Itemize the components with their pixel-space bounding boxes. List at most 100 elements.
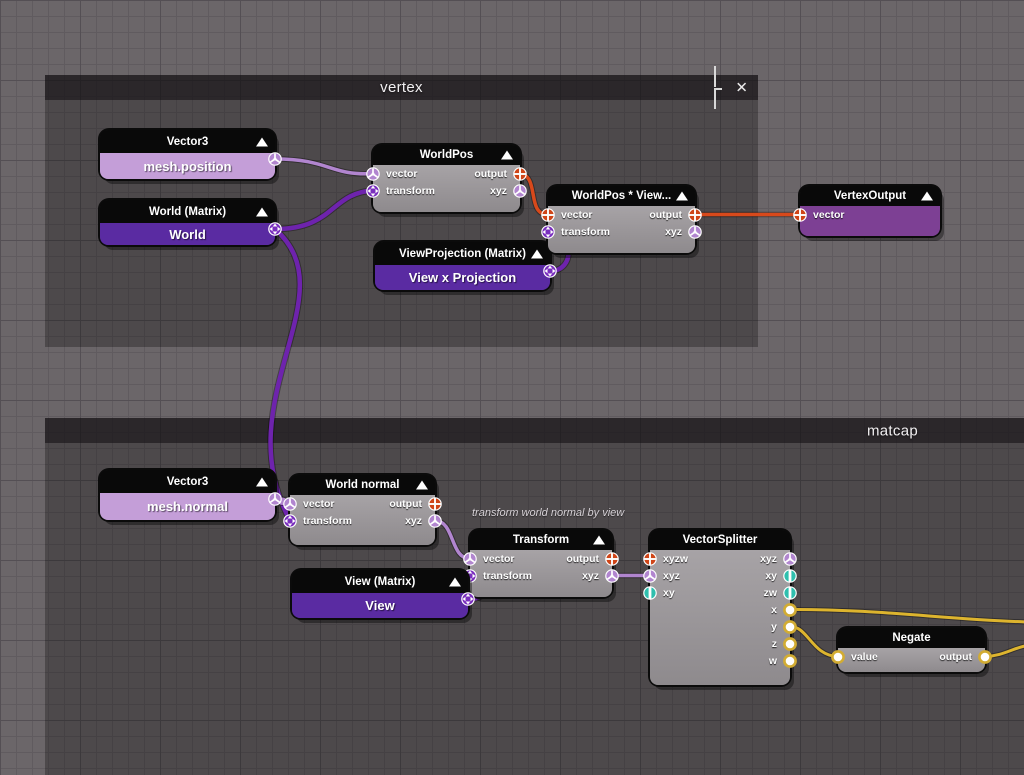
port-vec3-vector-icon[interactable] [366, 166, 380, 181]
node-value-label: View x Projection [408, 270, 517, 285]
port-vec4-output-icon[interactable] [605, 551, 619, 566]
node-view-projection[interactable]: ViewProjection (Matrix) View x Projection [375, 242, 557, 290]
node-title: ViewProjection (Matrix) [399, 247, 526, 260]
collapse-arrow-icon[interactable] [593, 535, 605, 545]
port-matrix-out-icon[interactable] [543, 264, 557, 278]
frame-header-matcap[interactable]: matcap [45, 418, 1024, 443]
node-value-label: View [365, 598, 395, 613]
node-header[interactable]: VectorSplitter [650, 530, 790, 550]
port-vec2-xy-icon[interactable] [783, 568, 797, 583]
node-title: Vector3 [166, 135, 209, 148]
node-body [800, 206, 940, 236]
collapse-arrow-icon[interactable] [676, 191, 688, 201]
collapse-arrow-icon[interactable] [256, 137, 268, 146]
port-vec3-xyz-icon[interactable] [688, 224, 702, 239]
collapse-arrow-icon[interactable] [256, 477, 268, 486]
port-vec3-xyz-icon[interactable] [783, 551, 797, 566]
wire-world-matrix-to-world-pos[interactable] [272, 188, 376, 232]
row-label-xyzw: xyzw [663, 553, 689, 565]
node-body [470, 550, 612, 597]
node-header[interactable]: World (Matrix) [100, 200, 275, 223]
port-vec4-output-icon[interactable] [688, 207, 702, 222]
port-vec3-vector-icon[interactable] [283, 496, 297, 511]
port-vec4-output-icon[interactable] [428, 496, 442, 511]
port-vec3-xyz-icon[interactable] [428, 513, 442, 528]
node-mesh-normal[interactable]: Vector3 mesh.normal [100, 470, 282, 520]
port-vec4-vector-icon[interactable] [541, 207, 555, 222]
port-float-x-icon[interactable] [783, 602, 797, 617]
port-matrix-transform-icon[interactable] [283, 513, 297, 528]
port-matrix-out-icon[interactable] [268, 222, 282, 236]
node-header[interactable]: VertexOutput [800, 186, 940, 206]
port-float-y-icon[interactable] [783, 619, 797, 634]
node-title: VectorSplitter [682, 534, 758, 546]
row-label-transform: transform [303, 515, 353, 527]
port-vec2-zw-icon[interactable] [783, 585, 797, 600]
wire-vector-splitter-to-edge[interactable] [788, 607, 1024, 624]
collapse-arrow-icon[interactable] [256, 207, 268, 216]
node-title: World (Matrix) [148, 205, 227, 218]
collapse-arrow-icon[interactable] [449, 577, 461, 586]
frame-close-icon[interactable]: ✕ [735, 79, 748, 96]
node-title: World normal [325, 479, 400, 491]
node-body [373, 165, 520, 212]
port-vec3-out-icon[interactable] [268, 492, 282, 506]
node-header[interactable]: View (Matrix) [292, 570, 468, 593]
node-header[interactable]: Transform [470, 530, 612, 550]
port-vec3-xyz-icon[interactable] [605, 568, 619, 583]
node-value-label: mesh.normal [147, 499, 228, 514]
port-vec3-xyz-icon[interactable] [643, 568, 657, 583]
frame-header-vertex[interactable]: vertex ✕ [45, 65, 758, 109]
collapse-arrow-icon[interactable] [531, 249, 543, 258]
collapse-arrow-icon[interactable] [921, 191, 933, 201]
port-vec3-xyz-icon[interactable] [513, 183, 527, 198]
port-vec4-vector-icon[interactable] [793, 207, 807, 222]
collapse-arrow-icon[interactable] [416, 480, 428, 490]
port-matrix-out-icon[interactable] [461, 592, 475, 606]
node-view-matrix[interactable]: View (Matrix) View [292, 570, 475, 618]
node-body [838, 648, 985, 672]
node-header[interactable]: World normal [290, 475, 435, 495]
row-label-y: y [771, 621, 777, 633]
node-header[interactable]: Vector3 [100, 470, 275, 493]
port-vec3-vector-icon[interactable] [463, 551, 477, 566]
node-header[interactable]: ViewProjection (Matrix) [375, 242, 550, 265]
node-title: Negate [892, 632, 931, 644]
row-label-xyz: xyz [760, 553, 777, 565]
node-header[interactable]: Negate [838, 628, 985, 648]
node-header[interactable]: Vector3 [100, 130, 275, 153]
port-float-value-icon[interactable] [831, 649, 845, 664]
node-body: View [292, 593, 468, 618]
port-float-z-icon[interactable] [783, 636, 797, 651]
port-matrix-transform-icon[interactable] [366, 183, 380, 198]
row-label-value: value [851, 651, 878, 663]
collapse-arrow-icon[interactable] [501, 150, 513, 160]
wire-mesh-position-to-world-pos[interactable] [273, 157, 375, 176]
port-vec3-out-icon[interactable] [268, 152, 282, 166]
port-vec4-xyzw-icon[interactable] [643, 551, 657, 566]
frame-title: vertex [380, 79, 423, 96]
row-label-xyz: xyz [665, 226, 682, 238]
port-matrix-transform-icon[interactable] [541, 224, 555, 239]
node-header[interactable]: WorldPos [373, 145, 520, 165]
row-label-transform: transform [483, 570, 533, 582]
port-vec2-xy-icon[interactable] [643, 585, 657, 600]
port-float-w-icon[interactable] [783, 653, 797, 668]
row-label-xyz: xyz [582, 570, 599, 582]
node-body [290, 495, 435, 545]
node-body: View x Projection [375, 265, 550, 290]
port-float-output-icon[interactable] [978, 649, 992, 664]
node-world-matrix[interactable]: World (Matrix)World [100, 200, 282, 245]
node-header[interactable]: WorldPos * View... [548, 186, 695, 206]
port-vec4-output-icon[interactable] [513, 166, 527, 181]
